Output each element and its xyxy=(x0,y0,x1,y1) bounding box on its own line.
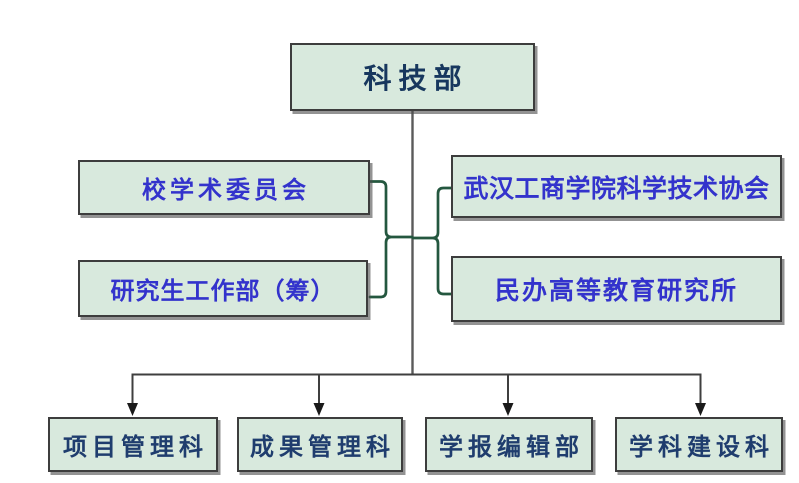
arrowhead-icon-3 xyxy=(502,403,514,416)
org-node-project-management: 项目管理科 xyxy=(48,417,218,472)
org-node-journal-editorial: 学报编辑部 xyxy=(425,417,593,472)
distribution-line xyxy=(131,373,702,406)
right-brace-connector xyxy=(411,186,453,296)
org-node-label: 学报编辑部 xyxy=(439,433,584,461)
left-brace-connector xyxy=(368,180,414,299)
org-node-label: 项目管理科 xyxy=(63,433,208,461)
org-node-label: 校学术委员会 xyxy=(142,176,310,204)
org-node-label: 成果管理科 xyxy=(250,433,395,461)
arrowhead-icon-1 xyxy=(127,403,138,416)
org-node-graduate-work-dept: 研究生工作部（筹） xyxy=(78,260,368,317)
arrowhead-icon-2 xyxy=(313,403,325,416)
org-node-label: 研究生工作部（筹） xyxy=(110,277,336,305)
org-node-label: 民办高等教育研究所 xyxy=(494,276,738,305)
org-node-academic-committee: 校学术委员会 xyxy=(78,160,370,215)
org-node-root-label: 科技部 xyxy=(363,62,469,95)
org-node-label: 学科建设科 xyxy=(629,433,774,461)
org-node-achievement-management: 成果管理科 xyxy=(237,417,403,472)
org-node-discipline-construction: 学科建设科 xyxy=(615,417,783,472)
org-node-root: 科技部 xyxy=(290,43,535,111)
arrowhead-icon-4 xyxy=(695,403,706,416)
org-node-private-education-institute: 民办高等教育研究所 xyxy=(451,256,782,322)
org-node-sci-tech-association: 武汉工商学院科学技术协会 xyxy=(451,155,782,218)
org-node-label: 武汉工商学院科学技术协会 xyxy=(463,173,770,203)
